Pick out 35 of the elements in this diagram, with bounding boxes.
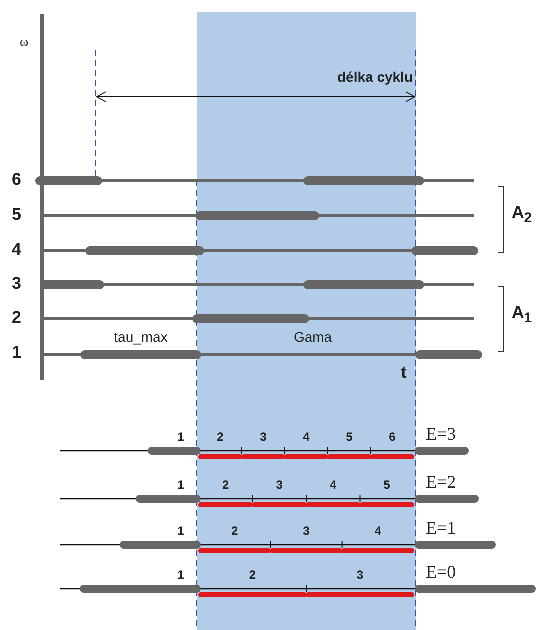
row-number: 4	[374, 525, 382, 537]
text-label: A$_{1}$	[512, 304, 532, 326]
row-number: 1	[178, 525, 184, 537]
row-number: 6	[389, 431, 396, 443]
row-number: 3	[356, 569, 364, 581]
row-number: 5	[384, 479, 390, 491]
text-label: E=2	[426, 473, 456, 491]
row-number: 4	[330, 479, 337, 491]
text-label: t	[401, 364, 407, 381]
text-label: A$_{2}$	[512, 204, 532, 226]
text-label: Gama	[294, 330, 332, 344]
row-number: 4	[303, 431, 310, 443]
row-number: 1	[178, 569, 184, 581]
text-label: délka cyklu	[338, 70, 413, 84]
row-number: 6	[12, 171, 22, 188]
row-number: 5	[12, 206, 22, 223]
row-number: 5	[346, 431, 353, 443]
row-number: 2	[12, 309, 22, 326]
row-number: 1	[178, 479, 184, 491]
row-number: 4	[12, 241, 22, 258]
row-number: 3	[276, 479, 283, 491]
axis-label: ω	[20, 35, 29, 48]
row-number: 2	[217, 431, 224, 443]
text-label: E=0	[426, 563, 456, 581]
row-number: 3	[303, 525, 310, 537]
text-label: tau_max	[114, 330, 168, 344]
row-number: 2	[231, 525, 238, 537]
row-number: 2	[249, 569, 256, 581]
row-number: 3	[260, 431, 267, 443]
row-number: 1	[12, 344, 22, 361]
row-number: 1	[178, 431, 184, 443]
row-number: 3	[12, 275, 22, 292]
row-number: 2	[222, 479, 230, 491]
text-label: E=3	[426, 425, 456, 443]
text-label: E=1	[426, 519, 456, 537]
